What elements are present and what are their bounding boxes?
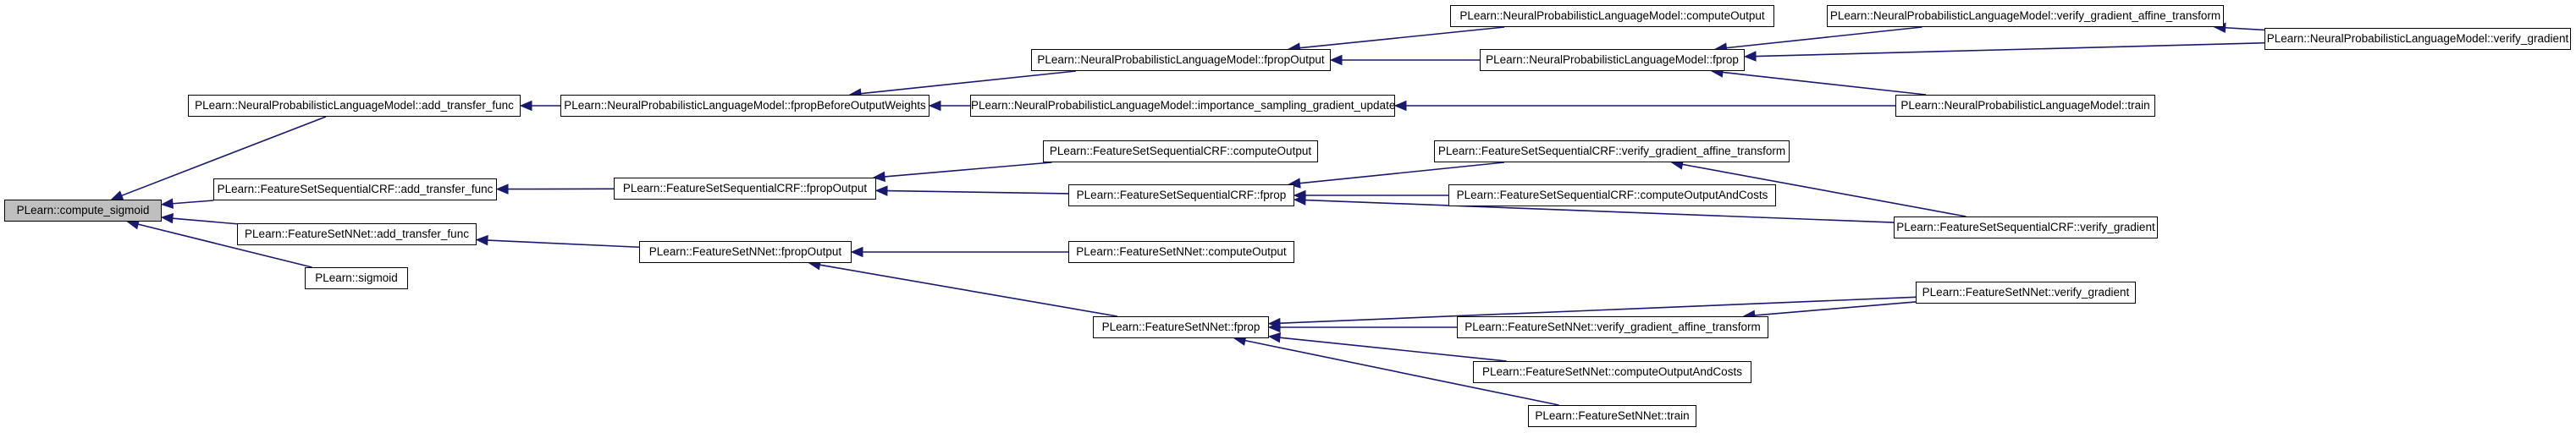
edge-nplm_vgat-to-nplm_fprop (1726, 26, 1922, 49)
node-fsn-compute-output-and-costs[interactable]: PLearn::FeatureSetNNet::computeOutputAnd… (1473, 361, 1751, 383)
node-fsn-train[interactable]: PLearn::FeatureSetNNet::train (1528, 405, 1696, 427)
edge-fsn_coac-to-fsn_fprop (1279, 337, 1507, 362)
edge-fsn_fprop-to-fsn_fpropoutput (819, 264, 1117, 317)
edge-nplm_vg-to-nplm_fprop (1755, 41, 2265, 58)
node-nplm-fprop-output[interactable]: PLearn::NeuralProbabilisticLanguageModel… (1031, 49, 1331, 71)
edge-nplm_add_transfer-to-compute_sigmoid (121, 116, 327, 197)
arrowhead-nplm_fpbow-to-nplm_add_transfer (519, 100, 532, 112)
edge-fsn_train-to-fsn_fprop (1244, 339, 1559, 406)
node-compute-sigmoid[interactable]: PLearn::compute_sigmoid (4, 200, 162, 222)
arrowhead-nplm_add_transfer-to-compute_sigmoid (110, 190, 124, 200)
edge-fss_vg-to-fss_fprop (1305, 199, 1895, 223)
arrowhead-fss_fpropoutput-to-fss_add_transfer (495, 184, 509, 195)
edge-fsn_fpropoutput-to-fsn_add_transfer (487, 239, 640, 249)
edge-nplm_vg-to-nplm_vgat (2225, 26, 2265, 31)
node-fss-compute-output-and-costs[interactable]: PLearn::FeatureSetSequentialCRF::compute… (1448, 184, 1776, 206)
node-nplm-compute-output[interactable]: PLearn::NeuralProbabilisticLanguageModel… (1450, 5, 1774, 27)
node-fss-verify-gradient-affine-transform[interactable]: PLearn::FeatureSetSequentialCRF::verify_… (1434, 140, 1790, 162)
arrowhead-fsn_fpropoutput-to-fsn_add_transfer (475, 234, 488, 246)
node-fss-compute-output[interactable]: PLearn::FeatureSetSequentialCRF::compute… (1043, 140, 1318, 162)
edge-fss_fprop-to-fss_fpropoutput (886, 189, 1069, 195)
edge-fsn_vg-to-fsn_vgat (1754, 301, 1917, 316)
node-fss-fprop[interactable]: PLearn::FeatureSetSequentialCRF::fprop (1068, 184, 1294, 206)
arrowhead-nplm_isgu-to-nplm_fpbow (928, 100, 941, 112)
edge-fss_computeoutput-to-fss_fpropoutput (884, 162, 1052, 178)
node-sigmoid[interactable]: PLearn::sigmoid (305, 267, 408, 289)
edge-nplm_train-to-nplm_fprop (1722, 71, 1927, 96)
edge-sigmoid-to-compute_sigmoid (137, 223, 312, 268)
arrowhead-nplm_fprop-to-nplm_fpropoutput (1329, 54, 1343, 66)
arrowhead-fss_computeoutput-to-fss_fpropoutput (872, 171, 885, 183)
node-fss-fprop-output[interactable]: PLearn::FeatureSetSequentialCRF::fpropOu… (614, 178, 876, 200)
edge-nplm_fpropoutput-to-nplm_fpbow (860, 70, 1077, 95)
node-fsn-verify-gradient-affine-transform[interactable]: PLearn::FeatureSetNNet::verify_gradient_… (1457, 316, 1768, 338)
node-fsn-verify-gradient[interactable]: PLearn::FeatureSetNNet::verify_gradient (1916, 282, 2136, 304)
arrowhead-fsn_coac-to-fsn_fprop (1267, 332, 1282, 343)
arrowhead-fss_vg-to-fss_fprop (1293, 195, 1306, 206)
node-nplm-importance-sampling-gradient-update[interactable]: PLearn::NeuralProbabilisticLanguageModel… (970, 95, 1395, 117)
node-nplm-verify-gradient[interactable]: PLearn::NeuralProbabilisticLanguageModel… (2264, 28, 2571, 50)
node-nplm-fprop-before-output-weights[interactable]: PLearn::NeuralProbabilisticLanguageModel… (560, 95, 929, 117)
edge-fss_vgat-to-fss_fprop (1299, 162, 1504, 184)
edge-fsn_vg-to-fsn_fprop (1279, 296, 1917, 324)
arrowhead-fss_vgat-to-fss_fprop (1288, 178, 1301, 189)
node-nplm-train[interactable]: PLearn::NeuralProbabilisticLanguageModel… (1895, 95, 2155, 117)
node-fsn-compute-output[interactable]: PLearn::FeatureSetNNet::computeOutput (1068, 241, 1294, 263)
edge-fss_add_transfer-to-compute_sigmoid (172, 200, 214, 205)
arrowhead-nplm_train-to-nplm_isgu (1393, 100, 1407, 112)
arrowhead-fss_add_transfer-to-compute_sigmoid (160, 198, 174, 209)
node-fss-add-transfer-func[interactable]: PLearn::FeatureSetSequentialCRF::add_tra… (213, 178, 497, 200)
node-fss-verify-gradient[interactable]: PLearn::FeatureSetSequentialCRF::verify_… (1894, 216, 2158, 238)
node-fsn-add-transfer-func[interactable]: PLearn::FeatureSetNNet::add_transfer_fun… (237, 223, 477, 245)
node-nplm-fprop[interactable]: PLearn::NeuralProbabilisticLanguageModel… (1480, 49, 1745, 71)
arrowhead-fsn_add_transfer-to-compute_sigmoid (160, 212, 174, 224)
node-fsn-fprop[interactable]: PLearn::FeatureSetNNet::fprop (1093, 316, 1269, 338)
arrowhead-fsn_computeoutput-to-fsn_fpropoutput (850, 246, 863, 258)
arrowhead-fsn_vgat-to-fsn_fprop (1267, 321, 1281, 333)
arrowhead-nplm_vg-to-nplm_fprop (1743, 51, 1757, 62)
edge-nplm_computeoutput-to-nplm_fpropoutput (1299, 26, 1505, 49)
node-fsn-fprop-output[interactable]: PLearn::FeatureSetNNet::fpropOutput (639, 241, 852, 263)
arrowhead-fss_fprop-to-fss_fpropoutput (874, 185, 888, 196)
node-nplm-verify-gradient-affine-transform[interactable]: PLearn::NeuralProbabilisticLanguageModel… (1827, 5, 2224, 27)
edge-fss_vg-to-fss_vgat (1682, 163, 1966, 217)
node-nplm-add-transfer-func[interactable]: PLearn::NeuralProbabilisticLanguageModel… (188, 95, 521, 117)
edge-fsn_add_transfer-to-compute_sigmoid (172, 217, 238, 225)
